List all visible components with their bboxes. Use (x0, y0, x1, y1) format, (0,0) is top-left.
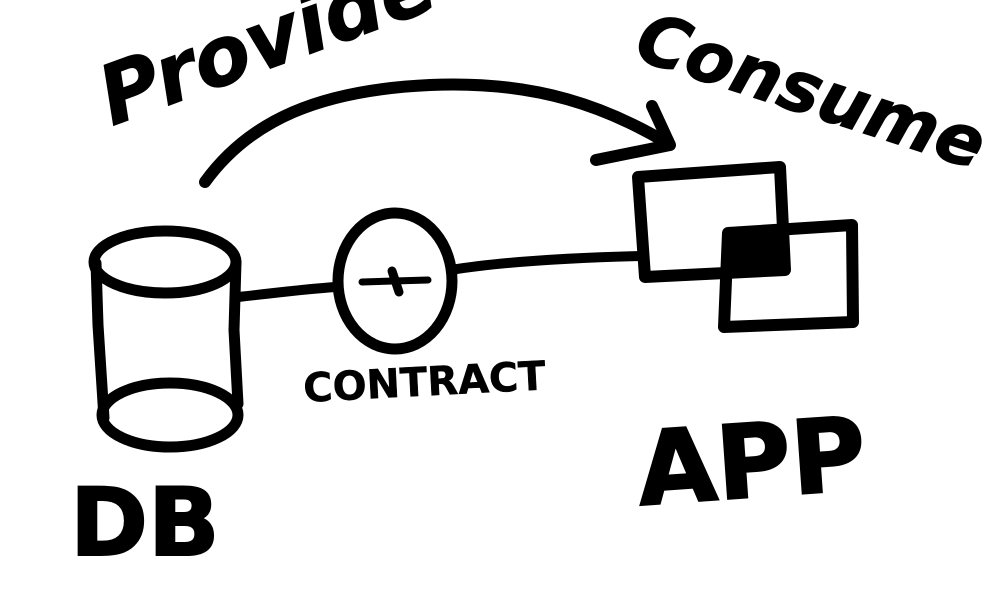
connector-contract-app (446, 251, 645, 275)
provide-consume-arrow (199, 78, 676, 188)
cylinder-top (88, 225, 242, 299)
arrow-head-icon (590, 100, 676, 166)
contract-label: CONTRACT (302, 353, 547, 412)
app-window-back (718, 219, 859, 333)
app-windows-icon (632, 161, 859, 333)
cylinder-left-side (90, 257, 110, 424)
cylinder-bottom (96, 377, 244, 453)
contract-circle (332, 207, 458, 355)
database-cylinder-icon (88, 225, 244, 453)
arrow-shaft (199, 78, 668, 188)
consume-label: Consume (627, 0, 988, 186)
diagram-ink (88, 78, 859, 453)
contract-circle-icon (332, 207, 458, 355)
db-label: DB (70, 469, 220, 578)
cylinder-right-side (228, 256, 244, 410)
app-window-front (632, 161, 791, 283)
connector-db-contract (233, 282, 341, 302)
app-window-overlap (727, 230, 784, 272)
app-label: APP (633, 395, 869, 530)
contract-plug-mark (387, 266, 404, 297)
